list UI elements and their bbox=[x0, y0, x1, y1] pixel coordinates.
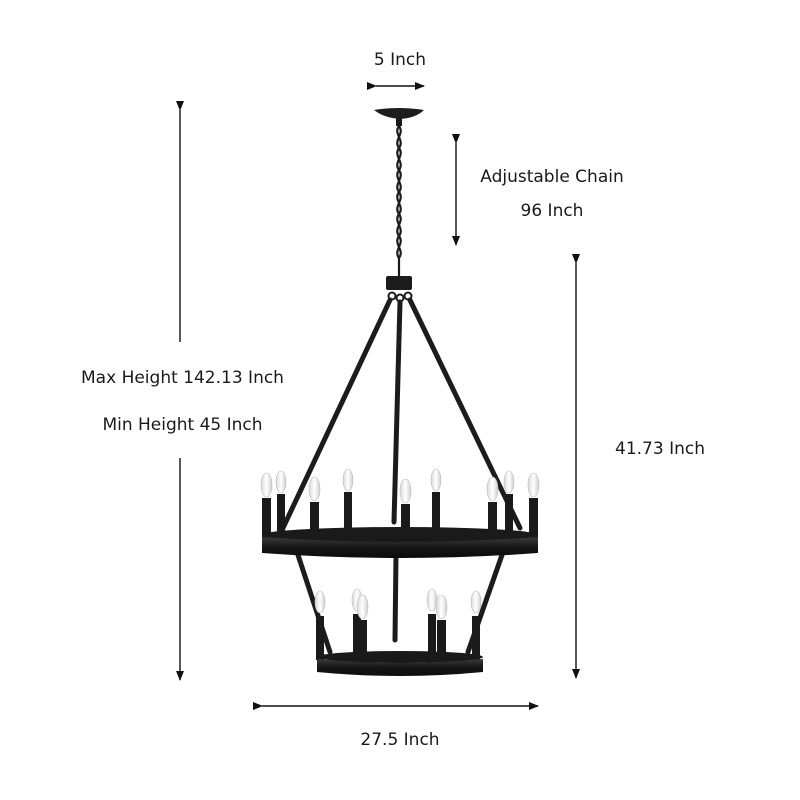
lower-ring bbox=[317, 651, 483, 676]
min-height-label: Min Height 45 Inch bbox=[102, 415, 263, 435]
ceiling-canopy bbox=[374, 108, 424, 126]
width-label: 27.5 Inch bbox=[360, 730, 440, 750]
chain-label: Adjustable Chain bbox=[480, 167, 624, 187]
max-height-label: Max Height 142.13 Inch bbox=[81, 368, 284, 388]
canopy-width-label: 5 Inch bbox=[373, 50, 427, 70]
upper-tier-candles bbox=[260, 468, 540, 546]
chain bbox=[396, 125, 402, 276]
chain-length-label: 96 Inch bbox=[520, 201, 584, 221]
lower-tier-candles bbox=[314, 588, 482, 664]
upper-ring bbox=[262, 527, 538, 558]
body-height-label: 41.73 Inch bbox=[615, 439, 705, 459]
